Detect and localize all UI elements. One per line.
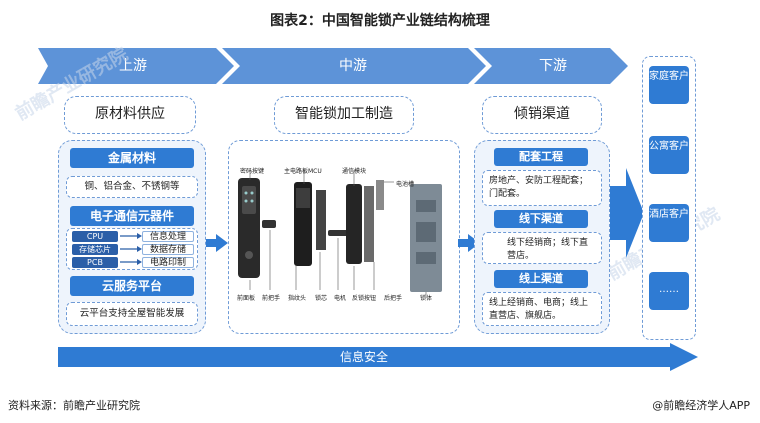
offline-channel-text: 线下经销商；线下直营店。 bbox=[482, 232, 602, 264]
to-customers-arrow bbox=[610, 168, 644, 258]
label-lock-button: 反锁按钮 bbox=[352, 295, 377, 302]
midstream-header-box: 智能锁加工制造 bbox=[274, 96, 414, 134]
back-panel-shape bbox=[346, 184, 362, 264]
pcb-function: 电路印制 bbox=[142, 257, 194, 268]
brand-credit: @前瞻经济学人APP bbox=[652, 399, 750, 412]
customer-home: 家庭客户 bbox=[649, 66, 689, 104]
customer-apartment: 公寓客户 bbox=[649, 136, 689, 174]
cpu-label: CPU bbox=[72, 231, 118, 242]
label-comm-module: 通信模块 bbox=[342, 168, 367, 175]
label-motor: 电机 bbox=[334, 295, 347, 302]
label-front-handle: 前把手 bbox=[262, 295, 281, 302]
customer-hotel: 酒店客户 bbox=[649, 204, 689, 242]
midstream-header: 智能锁加工制造 bbox=[295, 106, 393, 122]
supporting-projects-text: 房地产、安防工程配套；门配套。 bbox=[482, 170, 602, 206]
upstream-header-box: 原材料供应 bbox=[64, 96, 196, 134]
electronic-components-title: 电子通信元器件 bbox=[70, 206, 194, 226]
stage-label-upstream: 上游 bbox=[119, 58, 147, 74]
component-arrows bbox=[120, 233, 142, 265]
metal-materials-text: 铜、铝合金、不锈钢等 bbox=[66, 176, 198, 198]
stage-chevron-downstream bbox=[474, 48, 628, 84]
stage-arrow-bar bbox=[38, 48, 628, 84]
metal-materials-title: 金属材料 bbox=[70, 148, 194, 168]
customer-more: …… bbox=[649, 272, 689, 310]
midstream-to-downstream-arrow bbox=[458, 234, 480, 252]
lock-cylinder-shape bbox=[316, 190, 326, 250]
stage-label-downstream: 下游 bbox=[539, 58, 567, 74]
stage-chevron-upstream bbox=[38, 48, 234, 84]
label-battery-slot: 电池槽 bbox=[396, 181, 415, 188]
downstream-header-box: 倾销渠道 bbox=[482, 96, 602, 134]
memory-chip-label: 存储芯片 bbox=[72, 244, 118, 255]
source-note: 资料来源：前瞻产业研究院 bbox=[8, 399, 140, 412]
online-channel-title: 线上渠道 bbox=[494, 270, 588, 288]
label-main-board: 主电路板MCU bbox=[284, 168, 322, 175]
chart-title: 图表2：中国智能锁产业链结构梳理 bbox=[270, 13, 490, 29]
security-bar-label: 信息安全 bbox=[339, 350, 388, 364]
security-arrow-bar bbox=[58, 343, 698, 371]
downstream-header: 倾销渠道 bbox=[514, 106, 570, 122]
upstream-to-midstream-arrow bbox=[206, 234, 228, 252]
label-front-panel: 前面板 bbox=[237, 295, 256, 302]
memory-function: 数据存储 bbox=[142, 244, 194, 255]
battery-slot-shape bbox=[376, 180, 384, 210]
pcb-label: PCB bbox=[72, 257, 118, 268]
upstream-header: 原材料供应 bbox=[95, 106, 165, 122]
supporting-projects-title: 配套工程 bbox=[494, 148, 588, 166]
cloud-platform-text: 云平台支持全屋智能发展 bbox=[66, 302, 198, 326]
stage-label-midstream: 中游 bbox=[339, 58, 367, 74]
stage-chevron-midstream bbox=[222, 48, 486, 84]
label-lock-cylinder: 锁芯 bbox=[315, 295, 328, 302]
cpu-function: 信息处理 bbox=[142, 231, 194, 242]
label-lock-body: 锁体 bbox=[420, 295, 433, 302]
smart-lock-exploded-view bbox=[238, 170, 442, 296]
front-handle-shape bbox=[262, 220, 276, 228]
label-back-handle: 后把手 bbox=[384, 295, 403, 302]
label-keypad: 密码按键 bbox=[240, 168, 265, 175]
online-channel-text: 线上经销商、电商；线上直营店、旗舰店。 bbox=[482, 292, 602, 326]
label-fingerprint: 指纹头 bbox=[288, 295, 307, 302]
cloud-platform-title: 云服务平台 bbox=[70, 276, 194, 296]
offline-channel-title: 线下渠道 bbox=[494, 210, 588, 228]
